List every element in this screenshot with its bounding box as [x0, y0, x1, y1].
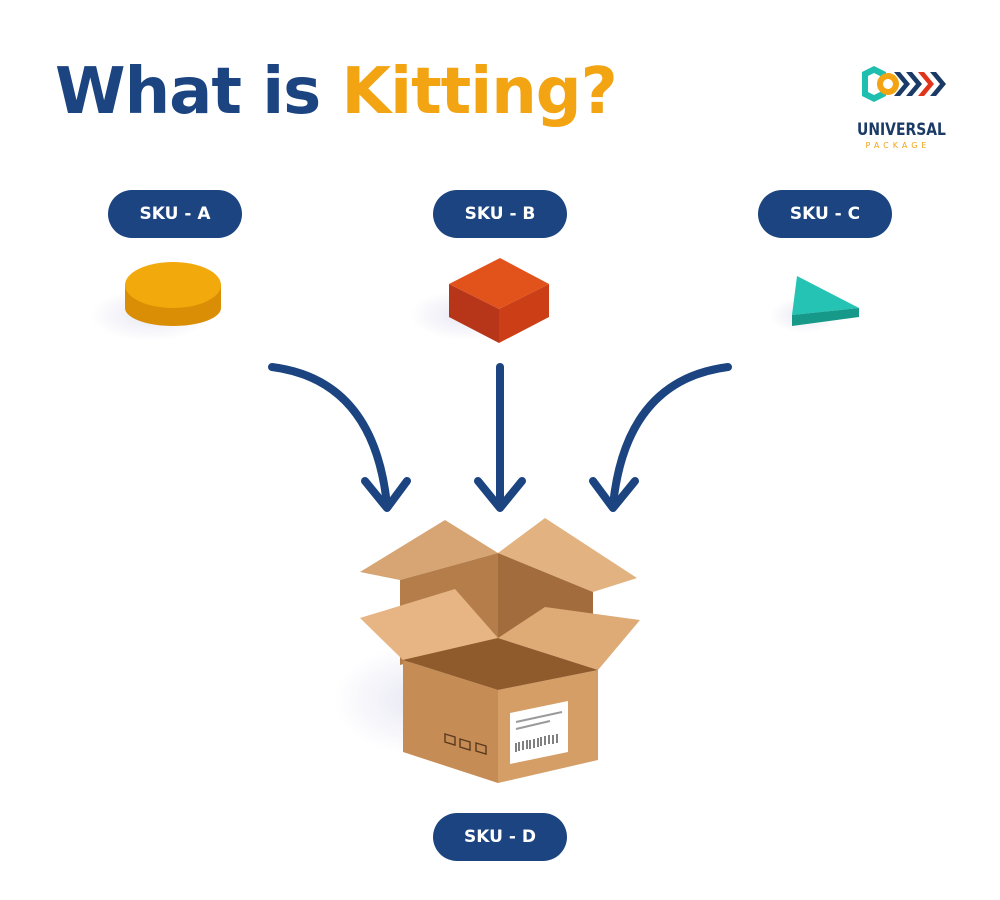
sku-c-label: SKU - C [758, 190, 892, 238]
universal-package-logo: UNIVERSAL PACKAGE [848, 62, 948, 157]
orange-cube-icon [410, 258, 549, 343]
sku-a-label: SKU - A [108, 190, 242, 238]
logo-mark-icon [862, 66, 946, 102]
logo-subtitle: PACKAGE [865, 141, 931, 150]
page-title: What is Kitting? [55, 52, 618, 132]
arrow-left-icon [268, 363, 411, 512]
sku-b-label: SKU - B [433, 190, 567, 238]
logo-wordmark: UNIVERSAL [857, 120, 946, 140]
arrow-right-icon [589, 363, 732, 512]
cardboard-box-icon [335, 518, 640, 783]
title-part-what-is: What is [55, 55, 342, 129]
teal-triangle-icon [770, 276, 859, 333]
yellow-cylinder-icon [90, 262, 221, 341]
arrow-center-icon [474, 363, 526, 512]
title-part-kitting: Kitting? [341, 55, 618, 129]
sku-d-label: SKU - D [433, 813, 567, 861]
